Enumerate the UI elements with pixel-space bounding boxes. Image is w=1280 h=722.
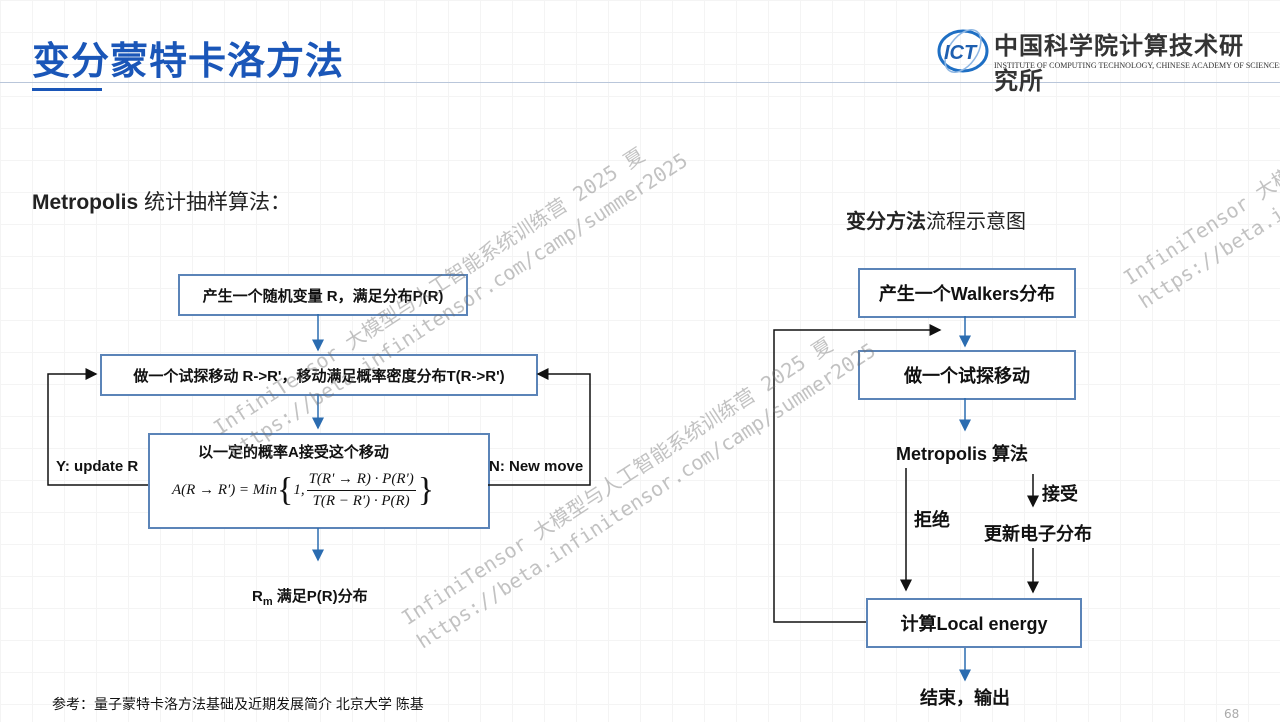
page-title: 变分蒙特卡洛方法 bbox=[32, 39, 345, 83]
left-box-trial-move: 做一个试探移动 R->R'，移动满足概率密度分布T(R->R') bbox=[100, 354, 538, 396]
left-box-generate: 产生一个随机变量 R，满足分布P(R) bbox=[178, 274, 468, 316]
right-heading-rest: 流程示意图 bbox=[926, 211, 1026, 233]
right-accept-label: 接受 bbox=[1042, 484, 1078, 504]
formula-numerator: T(R' → R) · P(R') bbox=[306, 471, 416, 491]
loop-yes-update bbox=[47, 368, 148, 486]
right-metropolis-label: Metropolis 算法 bbox=[896, 444, 1029, 464]
left-result: Rm 满足P(R)分布 bbox=[252, 585, 368, 608]
right-reject-label: 拒绝 bbox=[914, 510, 950, 530]
left-diagram-heading: Metropolis 统计抽样算法： bbox=[32, 186, 291, 216]
right-diagram-heading: 变分方法流程示意图 bbox=[846, 205, 1026, 234]
logo-english-name: INSTITUTE OF COMPUTING TECHNOLOGY, CHINE… bbox=[994, 61, 1280, 70]
loop-no-new-move bbox=[488, 368, 591, 486]
label-no-new-move: N: New move bbox=[489, 458, 584, 475]
logo-chinese-name: 中国科学院计算技术研究所 bbox=[994, 31, 1244, 95]
right-end-label: 结束，输出 bbox=[920, 688, 1010, 708]
loop-energy-to-trial bbox=[773, 324, 942, 623]
result-main: R bbox=[252, 588, 263, 605]
formula-denominator: T(R − R') · P(R) bbox=[312, 493, 410, 509]
right-update-label: 更新电子分布 bbox=[984, 524, 1092, 544]
right-box-local-energy: 计算Local energy bbox=[866, 598, 1082, 648]
right-box-trial-move: 做一个试探移动 bbox=[858, 350, 1076, 400]
right-box-walkers: 产生一个Walkers分布 bbox=[858, 268, 1076, 318]
page-number: 68 bbox=[1224, 707, 1240, 721]
result-rest: 满足P(R)分布 bbox=[272, 588, 368, 605]
formula-fraction: T(R' → R) · P(R') T(R − R') · P(R) bbox=[306, 471, 416, 510]
result-subscript: m bbox=[262, 596, 273, 608]
ict-emblem-icon: ICT bbox=[937, 29, 989, 73]
left-box-accept: 以一定的概率A接受这个移动 A(R → R') = Min{1,T(R' → R… bbox=[148, 433, 490, 529]
formula-lhs: A(R → R') = Min bbox=[172, 481, 277, 498]
label-yes-update: Y: update R bbox=[56, 458, 139, 475]
left-heading-bold: Metropolis bbox=[32, 191, 139, 214]
right-heading-bold: 变分方法 bbox=[846, 211, 926, 233]
left-heading-rest: 统计抽样算法： bbox=[138, 191, 292, 214]
institute-logo: ICT 中国科学院计算技术研究所 INSTITUTE OF COMPUTING … bbox=[936, 24, 1280, 95]
formula-one: 1, bbox=[293, 481, 305, 498]
logo-mark-text: ICT bbox=[944, 42, 978, 64]
title-accent-bar bbox=[32, 88, 102, 91]
accept-heading: 以一定的概率A接受这个移动 bbox=[198, 444, 389, 461]
reference-note: 参考：量子蒙特卡洛方法基础及近期发展简介 北京大学 陈基 bbox=[52, 696, 424, 712]
title-divider bbox=[0, 82, 1280, 83]
acceptance-formula: A(R → R') = Min{1,T(R' → R) · P(R')T(R −… bbox=[172, 471, 435, 510]
